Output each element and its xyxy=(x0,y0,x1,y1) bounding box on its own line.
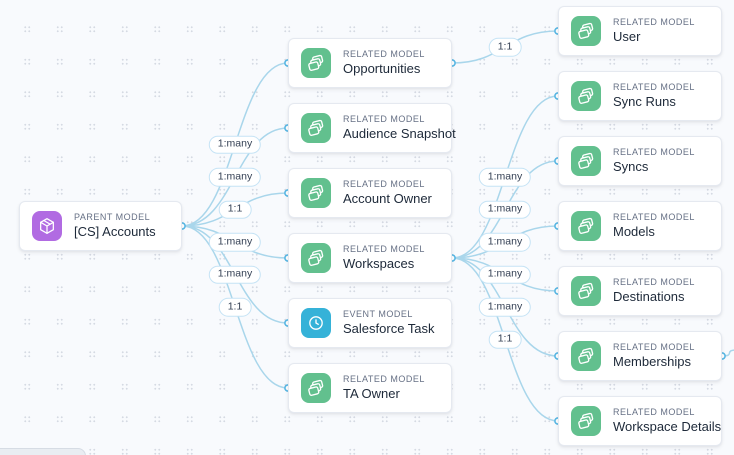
node-texts: RELATED MODEL Destinations xyxy=(613,277,695,306)
node-texts: RELATED MODEL TA Owner xyxy=(343,374,425,403)
node-ta-owner[interactable]: RELATED MODEL TA Owner xyxy=(288,363,452,413)
canvas-bottom-panel[interactable] xyxy=(0,448,86,455)
node-name: Sync Runs xyxy=(613,94,676,109)
node-texts: RELATED MODEL Models xyxy=(613,212,695,241)
edge-cardinality-label: 1:many xyxy=(478,167,532,187)
node-user[interactable]: RELATED MODEL User xyxy=(558,6,722,56)
node-syncs[interactable]: RELATED MODEL Syncs xyxy=(558,136,722,186)
node-name: Audience Snapshot xyxy=(343,126,456,141)
node-name: Workspaces xyxy=(343,256,415,271)
node-name: Workspace Details xyxy=(613,419,722,434)
stack-icon xyxy=(571,146,601,176)
node-texts: RELATED MODEL Opportunities xyxy=(343,49,425,78)
node-salesforce-task[interactable]: EVENT MODEL Salesforce Task xyxy=(288,298,452,348)
node-type-label: RELATED MODEL xyxy=(613,16,695,27)
node-texts: EVENT MODEL Salesforce Task xyxy=(343,309,435,338)
edge-cardinality-label: 1:many xyxy=(208,167,262,187)
node-type-label: RELATED MODEL xyxy=(343,48,425,59)
stack-icon xyxy=(571,16,601,46)
clock-icon xyxy=(301,308,331,338)
node-cs-accounts[interactable]: PARENT MODEL [CS] Accounts xyxy=(19,201,182,251)
node-name: Syncs xyxy=(613,159,649,174)
edge-cardinality-label: 1:1 xyxy=(488,37,522,57)
node-audience-snapshot[interactable]: RELATED MODEL Audience Snapshot xyxy=(288,103,456,153)
stack-icon xyxy=(301,48,331,78)
node-opportunities[interactable]: RELATED MODEL Opportunities xyxy=(288,38,452,88)
node-texts: RELATED MODEL Workspace Details xyxy=(613,406,722,436)
node-workspaces[interactable]: RELATED MODEL Workspaces xyxy=(288,233,452,283)
node-name: [CS] Accounts xyxy=(74,224,156,239)
node-type-label: RELATED MODEL xyxy=(343,113,425,124)
stack-icon xyxy=(571,406,601,436)
node-destinations[interactable]: RELATED MODEL Destinations xyxy=(558,266,722,316)
edge-cardinality-label: 1:1 xyxy=(218,200,252,219)
node-account-owner[interactable]: RELATED MODEL Account Owner xyxy=(288,168,452,218)
node-models[interactable]: RELATED MODEL Models xyxy=(558,201,722,251)
node-type-label: RELATED MODEL xyxy=(613,211,695,222)
node-type-label: RELATED MODEL xyxy=(613,341,695,352)
node-type-label: PARENT MODEL xyxy=(74,211,151,222)
node-type-label: RELATED MODEL xyxy=(343,178,425,189)
node-type-label: RELATED MODEL xyxy=(343,373,425,384)
edge-memberships-exit xyxy=(721,349,734,357)
stack-icon xyxy=(571,81,601,111)
stack-icon xyxy=(571,341,601,371)
edge-cardinality-label: 1:1 xyxy=(218,297,252,317)
node-memberships[interactable]: RELATED MODEL Memberships xyxy=(558,331,722,381)
node-texts: RELATED MODEL Workspaces xyxy=(343,244,425,273)
node-texts: RELATED MODEL Account Owner xyxy=(343,179,432,208)
edge-cardinality-label: 1:many xyxy=(478,297,532,317)
node-type-label: RELATED MODEL xyxy=(613,146,695,157)
node-type-label: RELATED MODEL xyxy=(343,243,425,254)
node-name: Destinations xyxy=(613,289,685,304)
node-name: Salesforce Task xyxy=(343,321,435,336)
edge-cardinality-label: 1:many xyxy=(478,200,532,219)
node-texts: RELATED MODEL Memberships xyxy=(613,342,695,371)
node-type-label: RELATED MODEL xyxy=(613,81,695,92)
node-name: Opportunities xyxy=(343,61,421,76)
node-name: TA Owner xyxy=(343,386,400,401)
node-texts: RELATED MODEL Sync Runs xyxy=(613,82,695,111)
node-type-label: RELATED MODEL xyxy=(613,276,695,287)
node-name: User xyxy=(613,29,641,44)
stack-icon xyxy=(301,373,331,403)
node-texts: RELATED MODEL Audience Snapshot xyxy=(343,113,456,143)
edge-cardinality-label: 1:many xyxy=(208,135,262,154)
node-name: Account Owner xyxy=(343,191,432,206)
node-name: Models xyxy=(613,224,655,239)
node-type-label: RELATED MODEL xyxy=(613,406,695,417)
stack-icon xyxy=(301,113,331,143)
node-type-label: EVENT MODEL xyxy=(343,308,413,319)
node-sync-runs[interactable]: RELATED MODEL Sync Runs xyxy=(558,71,722,121)
stack-icon xyxy=(571,211,601,241)
node-workspace-details[interactable]: RELATED MODEL Workspace Details xyxy=(558,396,722,446)
edge-cardinality-label: 1:many xyxy=(208,232,262,252)
edge-cardinality-label: 1:many xyxy=(478,265,532,284)
cube-icon xyxy=(32,211,62,241)
node-texts: PARENT MODEL [CS] Accounts xyxy=(74,212,156,241)
node-texts: RELATED MODEL Syncs xyxy=(613,147,695,176)
edge-cardinality-label: 1:many xyxy=(478,232,532,252)
node-name: Memberships xyxy=(613,354,692,369)
node-texts: RELATED MODEL User xyxy=(613,17,695,46)
edge-cardinality-label: 1:many xyxy=(208,265,262,284)
edge-cardinality-label: 1:1 xyxy=(488,330,522,349)
stack-icon xyxy=(571,276,601,306)
stack-icon xyxy=(301,243,331,273)
stack-icon xyxy=(301,178,331,208)
